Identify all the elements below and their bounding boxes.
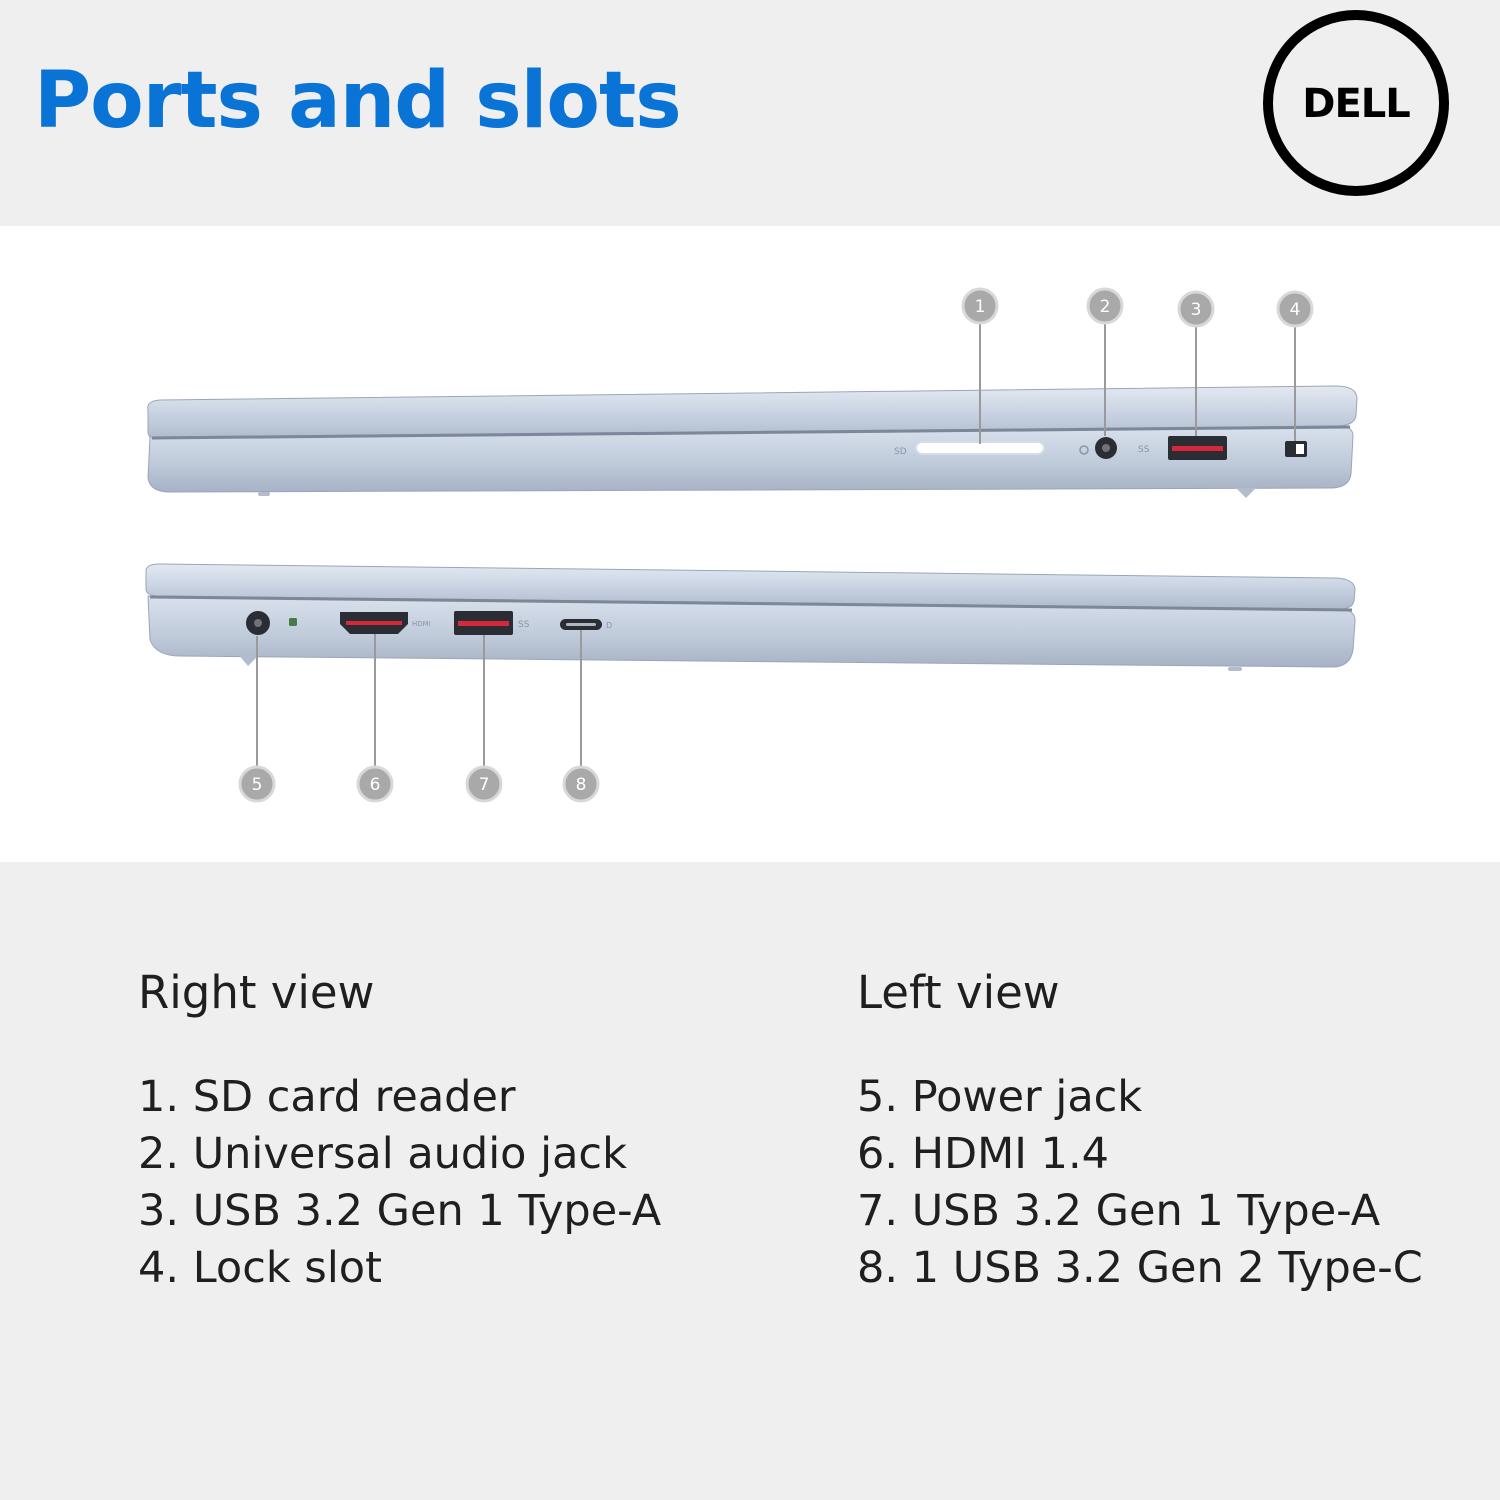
callout-2: 2	[1086, 287, 1124, 325]
callout-label: 3	[1191, 300, 1202, 320]
list-item: 6. HDMI 1.4	[857, 1129, 1109, 1179]
callout-label: 8	[576, 775, 587, 795]
page-title: Ports and slots	[34, 56, 682, 146]
callout-label: 4	[1290, 300, 1301, 320]
left-view-column: Left view 5. Power jack 6. HDMI 1.4 7. U…	[857, 970, 1423, 1297]
callout-8: 8	[562, 765, 600, 803]
laptop-right-view: SD SS	[147, 385, 1358, 498]
list-item: 1. SD card reader	[138, 1072, 516, 1122]
callout-1: 1	[961, 287, 999, 325]
leader-lines	[256, 322, 1296, 766]
list-item: 4. Lock slot	[138, 1243, 382, 1293]
right-view-column: Right view 1. SD card reader 2. Universa…	[138, 970, 661, 1297]
callout-label: 6	[370, 775, 381, 795]
callout-7: 7	[465, 765, 503, 803]
callout-label: 1	[975, 297, 986, 317]
usbc-label: D	[606, 621, 612, 630]
callout-6: 6	[356, 765, 394, 803]
header: Ports and slots DELL	[0, 0, 1500, 226]
dell-logo: DELL	[1263, 10, 1449, 196]
ports-figure: SD SS HDMI SS	[0, 226, 1500, 862]
callout-3: 3	[1177, 290, 1215, 328]
laptop-diagram: SD SS HDMI SS	[145, 287, 1358, 803]
list-item: 8. 1 USB 3.2 Gen 2 Type-C	[857, 1243, 1423, 1293]
left-view-list: 5. Power jack 6. HDMI 1.4 7. USB 3.2 Gen…	[857, 1069, 1423, 1297]
sd-label: SD	[894, 447, 907, 457]
logo-text: DELL	[1302, 81, 1410, 127]
list-item: 3. USB 3.2 Gen 1 Type-A	[138, 1186, 662, 1236]
laptop-left-view: HDMI SS D	[145, 563, 1356, 671]
left-view-heading: Left view	[857, 966, 1060, 1019]
list-item: 5. Power jack	[857, 1072, 1143, 1122]
list-item: 2. Universal audio jack	[138, 1129, 627, 1179]
callout-5: 5	[238, 765, 276, 803]
hdmi-label: HDMI	[412, 620, 431, 628]
power-led	[289, 618, 297, 626]
usb-top-label: SS	[1138, 445, 1150, 455]
right-view-heading: Right view	[138, 966, 375, 1019]
callout-label: 2	[1100, 297, 1111, 317]
callout-label: 5	[252, 775, 263, 795]
usb-bottom-label: SS	[518, 620, 530, 630]
callout-label: 7	[479, 775, 490, 795]
right-view-list: 1. SD card reader 2. Universal audio jac…	[138, 1069, 661, 1297]
list-item: 7. USB 3.2 Gen 1 Type-A	[857, 1186, 1381, 1236]
ports-legend: Right view 1. SD card reader 2. Universa…	[0, 862, 1500, 1500]
callout-4: 4	[1276, 290, 1314, 328]
